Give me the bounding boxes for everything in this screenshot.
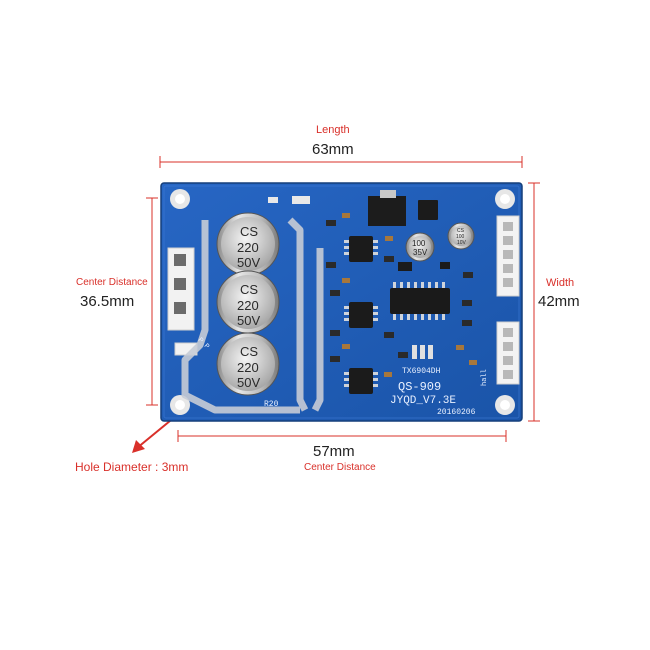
small-capacitor-2-line3: 10V — [457, 240, 467, 246]
capacitor-2: CS 220 50V — [216, 270, 280, 334]
small-capacitor-1-line2: 35V — [413, 248, 428, 257]
power-traces — [181, 217, 324, 414]
version-label: JYQD_V7.3E — [390, 395, 456, 407]
center-distance-vertical-label: Center Distance — [76, 277, 148, 288]
small-capacitor-1-line1: 100 — [412, 239, 426, 248]
capacitor-1: CS 220 50V — [216, 212, 280, 276]
left-terminal-pads — [167, 247, 198, 356]
control-ic — [390, 282, 450, 320]
length-value: 63mm — [312, 141, 354, 158]
smd-components — [268, 196, 477, 377]
capacitor-3: CS 220 50V — [216, 332, 280, 396]
center-distance-horizontal-label: Center Distance — [304, 462, 376, 473]
small-capacitor-2-line2: 100 — [456, 234, 465, 240]
small-capacitor-2-line1: CS — [457, 228, 465, 234]
width-value: 42mm — [538, 293, 580, 310]
mounting-hole — [170, 189, 515, 415]
length-label: Length — [316, 124, 350, 136]
model-label: QS-909 — [398, 380, 441, 394]
hole-diameter-label: Hole Diameter : 3mm — [75, 460, 189, 474]
connector-bottom — [496, 321, 520, 385]
capacitor-1-voltage: 50V — [237, 255, 260, 270]
capacitor-2-value: 220 — [237, 298, 259, 313]
capacitor-3-value: 220 — [237, 360, 259, 375]
date-label: 20160206 — [437, 408, 476, 417]
connector-top — [496, 215, 520, 297]
length-dimension-line — [159, 156, 523, 168]
resistor-label: R20 — [264, 400, 279, 409]
small-capacitor-1: 100 35V — [405, 232, 435, 262]
center-distance-horizontal-line — [177, 430, 507, 442]
capacitor-1-value: 220 — [237, 240, 259, 255]
capacitor-3-brand: CS — [240, 344, 258, 359]
small-capacitor-2: CS 100 10V — [447, 222, 475, 250]
chip-label: TX6904DH — [402, 367, 441, 376]
width-dimension-line — [528, 182, 540, 422]
voltage-regulator — [368, 190, 406, 226]
capacitor-2-voltage: 50V — [237, 313, 260, 328]
mosfet-chips — [344, 236, 378, 394]
center-distance-vertical-line — [146, 197, 158, 406]
small-ics — [398, 200, 450, 271]
capacitor-3-voltage: 50V — [237, 375, 260, 390]
center-distance-vertical-value: 36.5mm — [80, 293, 135, 310]
capacitor-2-brand: CS — [240, 282, 258, 297]
center-distance-horizontal-value: 57mm — [313, 443, 355, 460]
silk-hall: hall — [481, 369, 489, 386]
capacitor-1-brand: CS — [240, 224, 258, 239]
width-label: Width — [546, 277, 575, 289]
